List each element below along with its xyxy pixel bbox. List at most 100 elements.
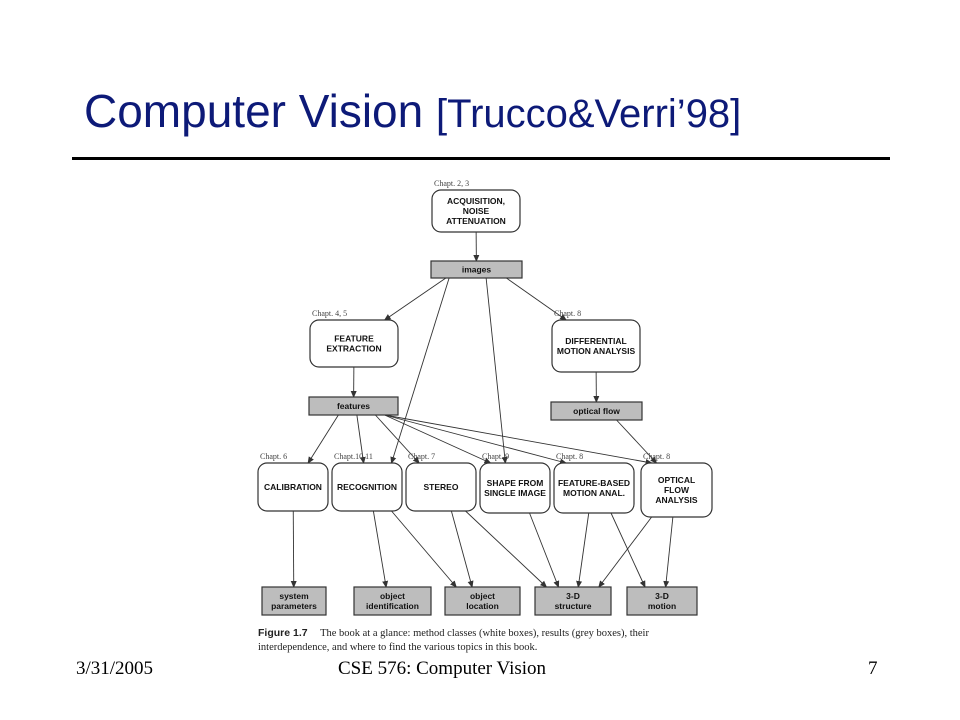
method-box-shape (553, 462, 635, 514)
chapter-label: Chapt.10,11 (334, 452, 373, 461)
box-label-line: NOISE (463, 206, 490, 216)
chapter-label: Chapt. 8 (556, 452, 583, 461)
edge-arrow (506, 277, 567, 321)
chapter-label: Chapt. 6 (260, 452, 287, 461)
box-label-line: DIFFERENTIAL (565, 336, 626, 346)
result-box-shape (261, 586, 327, 616)
edge-arrow (375, 414, 420, 464)
box-label-line: OPTICAL (658, 475, 695, 485)
edge-arrow (383, 277, 447, 321)
slide-title: Computer Vision [Trucco&Verri’98] (84, 88, 741, 134)
box-label-line: MOTION ANAL. (563, 488, 625, 498)
slide-title-citation: [Trucco&Verri’98] (436, 92, 742, 136)
edge-arrow (384, 414, 567, 465)
method-box: STEREO Chapt. 7 (405, 452, 477, 512)
edge-arrow (384, 414, 653, 465)
box-label-line: object (470, 591, 495, 601)
result-box-shape (534, 586, 612, 616)
edge-arrow (663, 516, 674, 588)
result-box: images (430, 260, 523, 279)
box-label-line: CALIBRATION (264, 482, 322, 492)
edge-arrow (372, 510, 389, 588)
box-label-line: object (380, 591, 405, 601)
slide-title-main: Computer Vision (84, 85, 436, 137)
method-box-shape (551, 319, 641, 373)
edge-arrow (356, 414, 366, 464)
chapter-label: Chapt. 7 (408, 452, 435, 461)
footer-course: CSE 576: Computer Vision (338, 658, 547, 679)
edge-arrow (384, 414, 492, 464)
figure-caption-text-1: The book at a glance: method classes (wh… (320, 628, 649, 639)
result-box: features (308, 396, 399, 416)
box-label-line: identification (366, 601, 419, 611)
box-label-line: ANALYSIS (655, 495, 698, 505)
edge-arrow (307, 414, 339, 464)
box-label-line: optical flow (573, 406, 620, 416)
box-label-line: SHAPE FROM (487, 478, 544, 488)
box-label-line: ATTENUATION (446, 216, 506, 226)
box-label-line: FEATURE (334, 334, 374, 344)
edge-arrow (485, 277, 508, 464)
chapter-label: Chapt. 9 (482, 452, 509, 461)
method-box-shape (431, 189, 521, 233)
result-box-shape (308, 396, 399, 416)
chapter-label: Chapt. 8 (643, 452, 670, 461)
box-label-line: RECOGNITION (337, 482, 397, 492)
footer-page-number: 7 (868, 658, 878, 679)
box-label-line: location (466, 601, 499, 611)
box-label-line: 3-D (655, 591, 669, 601)
box-label-line: features (337, 401, 370, 411)
edge-arrow (616, 419, 658, 464)
edge-arrow (529, 512, 560, 588)
edge-arrow (290, 510, 297, 588)
method-box-shape (309, 319, 399, 368)
method-box-shape (331, 462, 403, 512)
chapter-label: Chapt. 8 (554, 309, 581, 318)
edge-arrow (465, 510, 548, 588)
box-label-line: SINGLE IMAGE (484, 488, 546, 498)
edge-arrow (598, 516, 653, 588)
chapter-label: Chapt. 2, 3 (434, 179, 469, 188)
box-label-line: system (279, 591, 309, 601)
method-box: RECOGNITION Chapt.10,11 (331, 452, 403, 512)
result-box-shape (444, 586, 521, 616)
box-label-line: MOTION ANALYSIS (557, 346, 636, 356)
result-box-shape (550, 401, 643, 421)
box-label-line: STEREO (424, 482, 459, 492)
box-label-line: ACQUISITION, (447, 196, 505, 206)
title-divider (72, 157, 890, 160)
box-label-line: EXTRACTION (326, 344, 381, 354)
edge-arrow (450, 510, 474, 588)
method-box-shape (405, 462, 477, 512)
result-box-shape (626, 586, 698, 616)
method-box-shape (257, 462, 329, 512)
box-label-line: FLOW (664, 485, 690, 495)
figure-caption-line-1: Figure 1.7 The book at a glance: method … (258, 623, 649, 640)
box-label-line: 3-D (566, 591, 580, 601)
edge-arrow (610, 512, 646, 588)
result-box-shape (430, 260, 523, 279)
chapter-label: Chapt. 4, 5 (312, 309, 347, 318)
figure-caption-line-2: interdependence, and where to find the v… (258, 642, 537, 653)
footer-date: 3/31/2005 (76, 658, 154, 679)
box-label-line: structure (555, 601, 592, 611)
result-box: optical flow (550, 401, 643, 421)
method-box-shape (640, 462, 713, 518)
method-box: CALIBRATION Chapt. 6 (257, 452, 329, 512)
figure-number: Figure 1.7 (258, 627, 308, 639)
edge-arrow (390, 277, 450, 464)
box-label-line: FEATURE-BASED (558, 478, 630, 488)
method-box-shape (479, 462, 551, 514)
edge-arrow (391, 510, 457, 588)
